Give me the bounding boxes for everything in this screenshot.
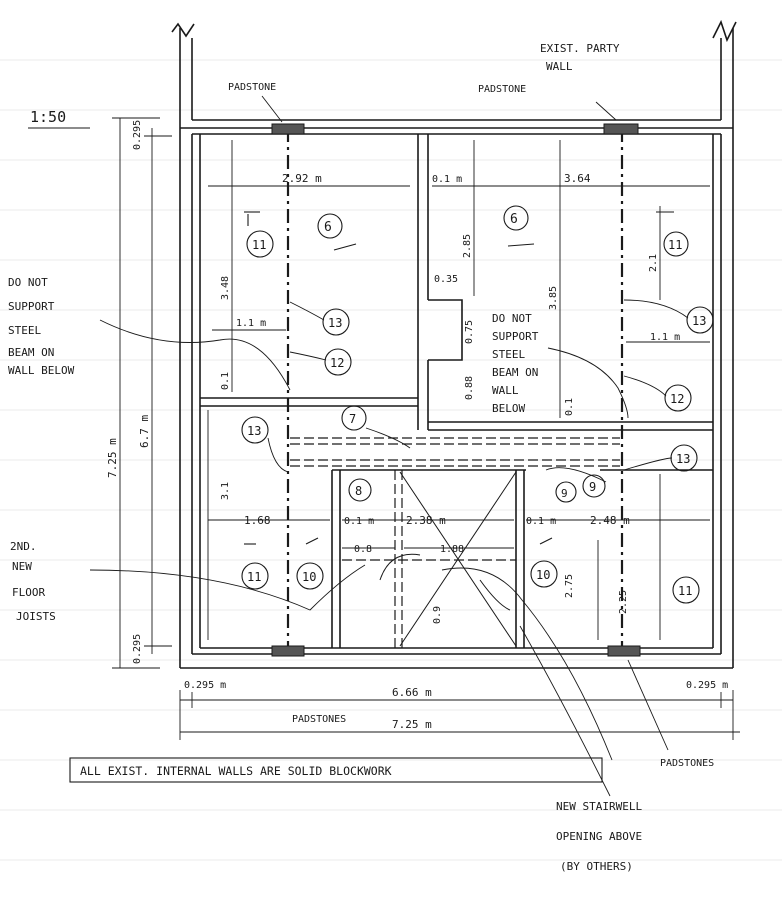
scale-label: 1:50 xyxy=(30,108,66,126)
dim-0-295-bottom-right: 0.295 m xyxy=(686,680,728,691)
dim-2-85: 2.85 xyxy=(462,234,473,258)
annotations: 1:50 EXIST. PARTY WALL PADSTONE PADSTONE… xyxy=(8,42,714,873)
dim-0-9: 0.9 xyxy=(432,606,443,624)
dimension-lines xyxy=(112,117,740,740)
dim-3-1: 3.1 xyxy=(220,482,231,500)
tag-8: 8 xyxy=(355,484,362,498)
dim-0-295-bottom: 0.295 xyxy=(132,634,143,664)
note-mid-line-2: SUPPORT xyxy=(492,330,539,343)
note-mid-line-5: WALL xyxy=(492,384,519,397)
note-left-line-1: DO NOT xyxy=(8,276,48,289)
tag-11-top-left: 11 xyxy=(252,238,266,252)
new-trimmers xyxy=(290,437,620,648)
dim-0-1-top: 0.1 m xyxy=(432,174,462,185)
note-left-line-2: SUPPORT xyxy=(8,300,55,313)
tag-7: 7 xyxy=(349,412,356,426)
footer-note: ALL EXIST. INTERNAL WALLS ARE SOLID BLOC… xyxy=(80,764,392,778)
dim-2-1: 2.1 xyxy=(648,254,659,272)
tag-leaders xyxy=(267,299,689,483)
dim-6-7: 6.7 m xyxy=(138,415,151,448)
note-mid-line-3: STEEL xyxy=(492,348,525,361)
padstones-label-bottom: PADSTONES xyxy=(292,714,346,725)
padstone-label-top-left: PADSTONE xyxy=(228,82,276,93)
dim-3-85: 3.85 xyxy=(548,286,559,310)
existing-walls xyxy=(171,19,737,669)
stairwell-note-line-3: (BY OTHERS) xyxy=(560,860,633,873)
exist-party-wall-label-2: WALL xyxy=(546,60,573,73)
dim-0-1-mid-left: 0.1 m xyxy=(344,516,374,527)
dimension-text: 2.92 m 0.1 m 3.64 3.48 2.85 3.85 2.1 0.3… xyxy=(106,120,728,731)
tag-13-upper-right: 13 xyxy=(692,314,706,328)
detail-tag-numbers: 6 6 7 8 9 9 10 10 11 11 11 11 12 12 13 1… xyxy=(247,212,706,598)
tag-13-lower-left: 13 xyxy=(247,424,261,438)
dim-0-295-top: 0.295 xyxy=(132,120,143,150)
dim-1-68: 1.68 xyxy=(244,514,271,527)
leader-lines xyxy=(89,95,669,797)
stairwell-opening xyxy=(379,471,517,647)
tag-10-left: 10 xyxy=(302,570,316,584)
dim-7-25-height: 7.25 m xyxy=(106,438,119,478)
padstones xyxy=(271,123,641,657)
joist-span-arrows xyxy=(244,211,674,545)
tag-11-bottom-right: 11 xyxy=(678,584,692,598)
dim-0-295-bottom-left: 0.295 m xyxy=(184,680,226,691)
paper-ruling xyxy=(0,59,782,861)
note-mid-line-4: BEAM ON xyxy=(492,366,538,379)
tag-13-lower-right: 13 xyxy=(676,452,690,466)
tag-12-right: 12 xyxy=(670,392,684,406)
dim-1-1-right: 1.1 m xyxy=(650,332,680,343)
dim-3-48: 3.48 xyxy=(220,276,231,300)
exist-party-wall-label: EXIST. PARTY xyxy=(540,42,620,55)
stairwell-note-line-1: NEW STAIRWELL xyxy=(556,800,642,813)
tag-11-top-right: 11 xyxy=(668,238,682,252)
detail-tags xyxy=(241,205,714,604)
dim-0-1-mid-right: 0.1 m xyxy=(526,516,556,527)
dim-2-25: 2.25 xyxy=(618,590,629,614)
note-mid-line-6: BELOW xyxy=(492,402,525,415)
tag-6-right: 6 xyxy=(510,212,518,227)
dim-0-1-left: 0.1 xyxy=(220,372,231,390)
dim-1-1-left: 1.1 m xyxy=(236,318,266,329)
tag-9-b: 9 xyxy=(589,480,596,494)
dim-0-8: 0.8 xyxy=(354,544,372,555)
steel-beams xyxy=(286,128,624,654)
padstone-label-top-right: PADSTONE xyxy=(478,84,526,95)
dim-6-66: 6.66 m xyxy=(392,686,432,699)
stairwell-note-line-2: OPENING ABOVE xyxy=(556,830,642,843)
joists-note-line-4: JOISTS xyxy=(16,610,56,623)
joists-note-line-1: 2ND. xyxy=(10,540,37,553)
footer-note-box xyxy=(69,757,603,783)
joists-note-line-2: NEW xyxy=(12,560,32,573)
tag-11-bottom-left: 11 xyxy=(247,570,261,584)
note-left-line-4: BEAM ON xyxy=(8,346,54,359)
tag-9-a: 9 xyxy=(561,487,568,500)
dim-3-64: 3.64 xyxy=(564,172,591,185)
dim-2-75: 2.75 xyxy=(564,574,575,598)
dim-0-75: 0.75 xyxy=(464,320,475,344)
note-left-line-3: STEEL xyxy=(8,324,41,337)
padstones-label-bottom-right: PADSTONES xyxy=(660,758,714,769)
dim-0-1-right: 0.1 xyxy=(564,398,575,416)
note-left-line-5: WALL BELOW xyxy=(8,364,75,377)
tag-6-left: 6 xyxy=(324,220,332,235)
dim-2-48: 2.48 m xyxy=(590,514,630,527)
joists-note-line-3: FLOOR xyxy=(12,586,45,599)
tag-12-left: 12 xyxy=(330,356,344,370)
dim-2-38: 2.38 m xyxy=(406,514,446,527)
dim-0-88: 0.88 xyxy=(464,376,475,400)
dim-1-88: 1.88 xyxy=(440,544,464,555)
dim-0-35: 0.35 xyxy=(434,274,458,285)
tag-10-right: 10 xyxy=(536,568,550,582)
note-mid-line-1: DO NOT xyxy=(492,312,532,325)
tag-13-upper-left: 13 xyxy=(328,316,342,330)
dim-7-25-width: 7.25 m xyxy=(392,718,432,731)
dim-2-92: 2.92 m xyxy=(282,172,322,185)
